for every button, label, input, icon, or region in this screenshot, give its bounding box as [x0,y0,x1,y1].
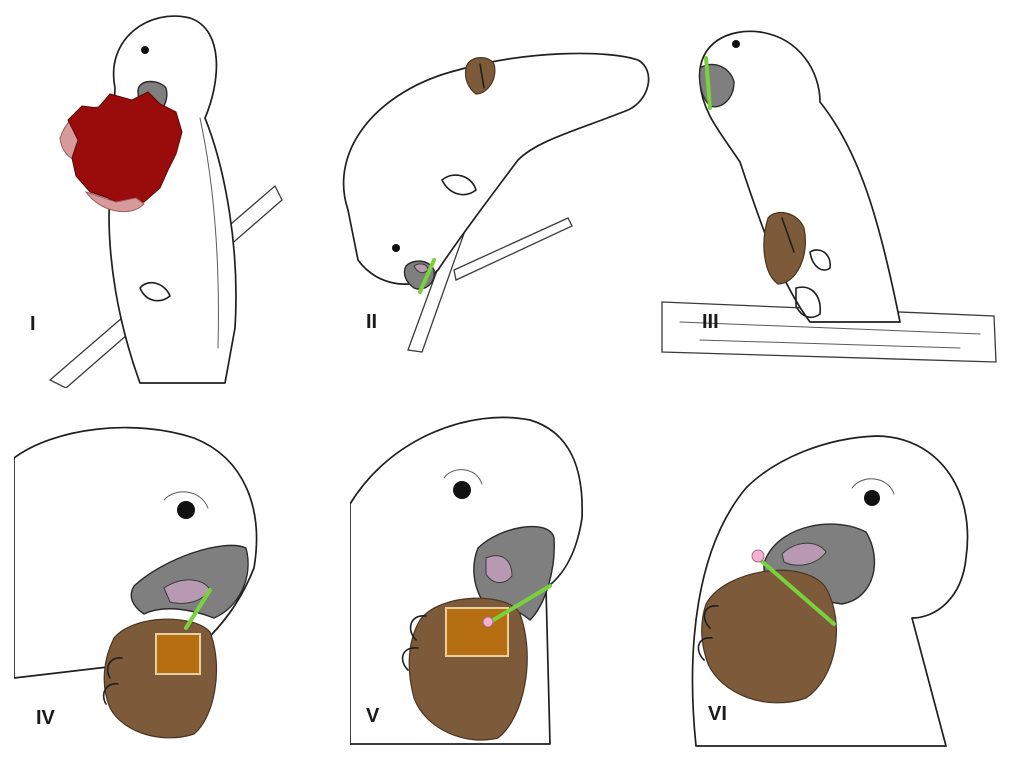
husk-seam [479,63,485,89]
panel-1: I [20,8,320,388]
green-stick [488,584,552,624]
wing-line [199,117,219,349]
panel-label-6: VI [708,703,727,725]
cockatoo-eye [732,40,740,48]
husk-piece [763,211,806,285]
cockatoo-body-hanging [342,52,650,285]
panel-5-illustration [350,416,584,745]
cockatoo-eye [392,244,400,252]
cockatoo-foot-upper [809,249,831,271]
husk-seam [781,217,795,253]
panel-label-2: II [366,311,378,333]
panel-label-3: III [702,311,719,333]
cockatoo-tongue [781,542,827,566]
cockatoo-foot [139,281,171,302]
eye-ring [851,478,895,495]
cockatoo-toe [697,605,719,661]
cockatoo-eye [141,46,149,54]
panel-4-illustration [14,426,258,739]
husk-piece [701,569,837,704]
panel-label-5: V [366,705,380,727]
eye-ring [443,469,483,485]
panel-6: VI [686,428,1006,748]
panel-2: II [338,30,658,380]
nut-kernel [155,633,201,675]
panel-label-4: IV [36,707,55,729]
stick-tip [482,616,494,628]
cockatoo-body-standing [698,30,901,323]
cockatoo-eye [864,490,880,506]
panel-3-illustration [661,30,997,363]
eye-ring [163,491,209,509]
flower-petal-bottom [84,191,145,213]
cockatoo-toe [401,615,427,671]
panel-3: III [660,22,1004,376]
panel-4: IV [14,418,304,748]
panel-1-illustration [48,15,283,388]
red-flower [67,91,183,207]
cockatoo-foot-lower [795,286,821,319]
cockatoo-eye [177,501,195,519]
cockatoo-toe [102,657,123,705]
panel-6-illustration [691,435,969,747]
green-stick [184,588,212,630]
panel-5: V [350,408,630,748]
branch-texture [679,321,981,349]
panel-2-illustration [342,52,650,353]
cockatoo-eye [453,481,471,499]
husk-piece [464,57,496,95]
cockatoo-foot [441,174,477,196]
stick-tip [751,549,765,563]
green-stick [756,556,836,626]
cockatoo-tongue [485,555,513,583]
green-stick [418,258,436,294]
panel-label-1: I [30,313,36,335]
perch-branch-side [453,217,573,281]
green-stick [704,56,712,110]
